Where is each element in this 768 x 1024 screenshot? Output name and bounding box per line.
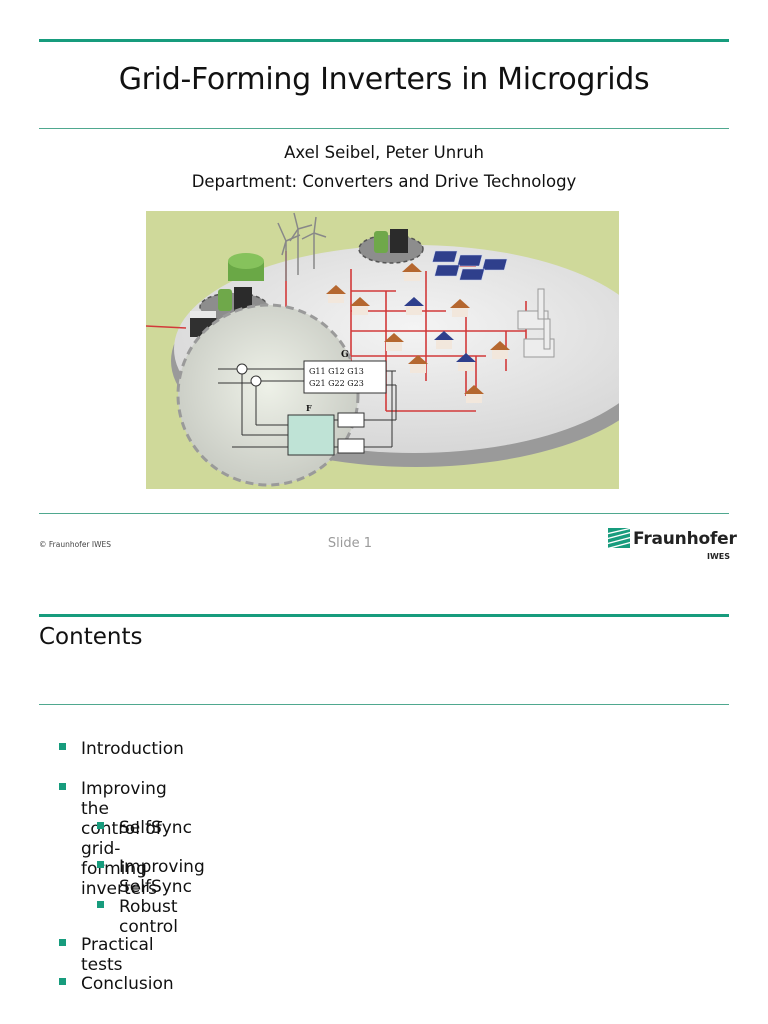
matrix-g-label: G — [341, 350, 349, 360]
bullet-icon — [59, 743, 66, 750]
copyright: © Fraunhofer IWES — [39, 540, 112, 549]
microgrid-figure: G G11 G12 G13 G21 G22 G23 F — [146, 211, 619, 489]
slide2-top-rule — [39, 614, 729, 617]
houses — [326, 263, 510, 403]
toc-item-conclusion: Conclusion — [81, 974, 174, 994]
bullet-icon — [97, 861, 104, 868]
bullet-icon — [59, 939, 66, 946]
bullet-icon — [97, 822, 104, 829]
contents-title: Contents — [39, 624, 143, 650]
toc-item-selfsync: SelfSync — [119, 818, 192, 838]
top-rule — [39, 39, 729, 42]
slide-title: Grid-Forming Inverters in Microgrids — [118, 62, 650, 97]
control-diagram: G G11 G12 G13 G21 G22 G23 F — [218, 350, 397, 456]
matrix-g-row2: G21 G22 G23 — [309, 379, 364, 388]
footer-rule — [39, 513, 729, 514]
logo-subtext: IWES — [706, 552, 730, 561]
logo-text: Fraunhofer — [633, 529, 737, 549]
authors: Axel Seibel, Peter Unruh — [284, 143, 484, 162]
toc-item-introduction: Introduction — [81, 739, 184, 759]
fraunhofer-mark-icon — [608, 528, 630, 548]
department: Department: Converters and Drive Technol… — [191, 172, 577, 191]
toc-item-robust-control: Robust control — [119, 897, 178, 937]
bullet-icon — [97, 901, 104, 908]
matrix-f-label: F — [306, 403, 312, 413]
title-rule — [39, 128, 729, 129]
microgrid-illustration: G G11 G12 G13 G21 G22 G23 F — [146, 212, 619, 487]
slide2-title-rule — [39, 704, 729, 705]
bullet-icon — [59, 978, 66, 985]
matrix-g-row1: G11 G12 G13 — [309, 367, 364, 376]
toc-item-improving-control: Improving the control of grid-forming in… — [81, 779, 167, 899]
fraunhofer-logo: Fraunhofer IWES — [608, 528, 737, 564]
toc-item-improving-selfsync: Improving SelfSync — [119, 857, 205, 897]
slide-number: Slide 1 — [327, 536, 373, 551]
toc-item-practical-tests: Practical tests — [81, 935, 154, 975]
bullet-icon — [59, 783, 66, 790]
